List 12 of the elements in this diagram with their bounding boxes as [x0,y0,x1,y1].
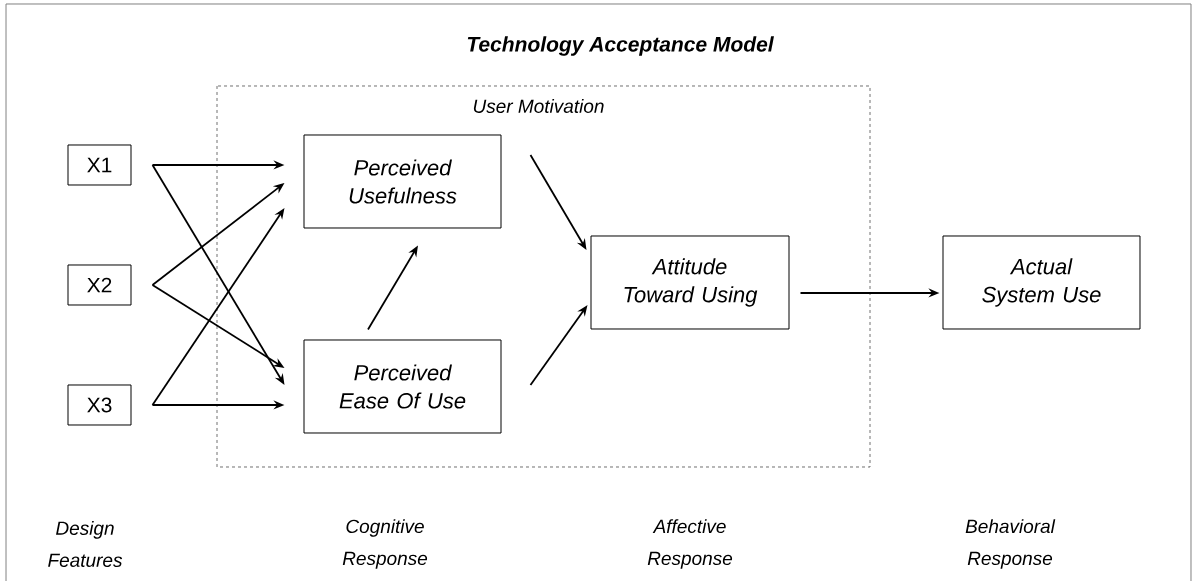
variable-box: X1 [67,144,132,186]
stage-label: Design Features [48,521,123,567]
construct-box: Actual System Use [942,235,1141,330]
variable-box: X3 [67,384,132,426]
construct-box: Attitude Toward Using [590,235,790,330]
construct-box: Perceived Usefulness [303,134,502,229]
construct-box: Perceived Ease Of Use [303,339,502,434]
diagram-title: Technology Acceptance Model [467,36,774,56]
variable-box: X2 [67,264,132,306]
stage-label: Affective Response [647,519,733,569]
stage-label: Cognitive Response [342,519,428,569]
stage-label: Behavioral Response [965,519,1056,569]
